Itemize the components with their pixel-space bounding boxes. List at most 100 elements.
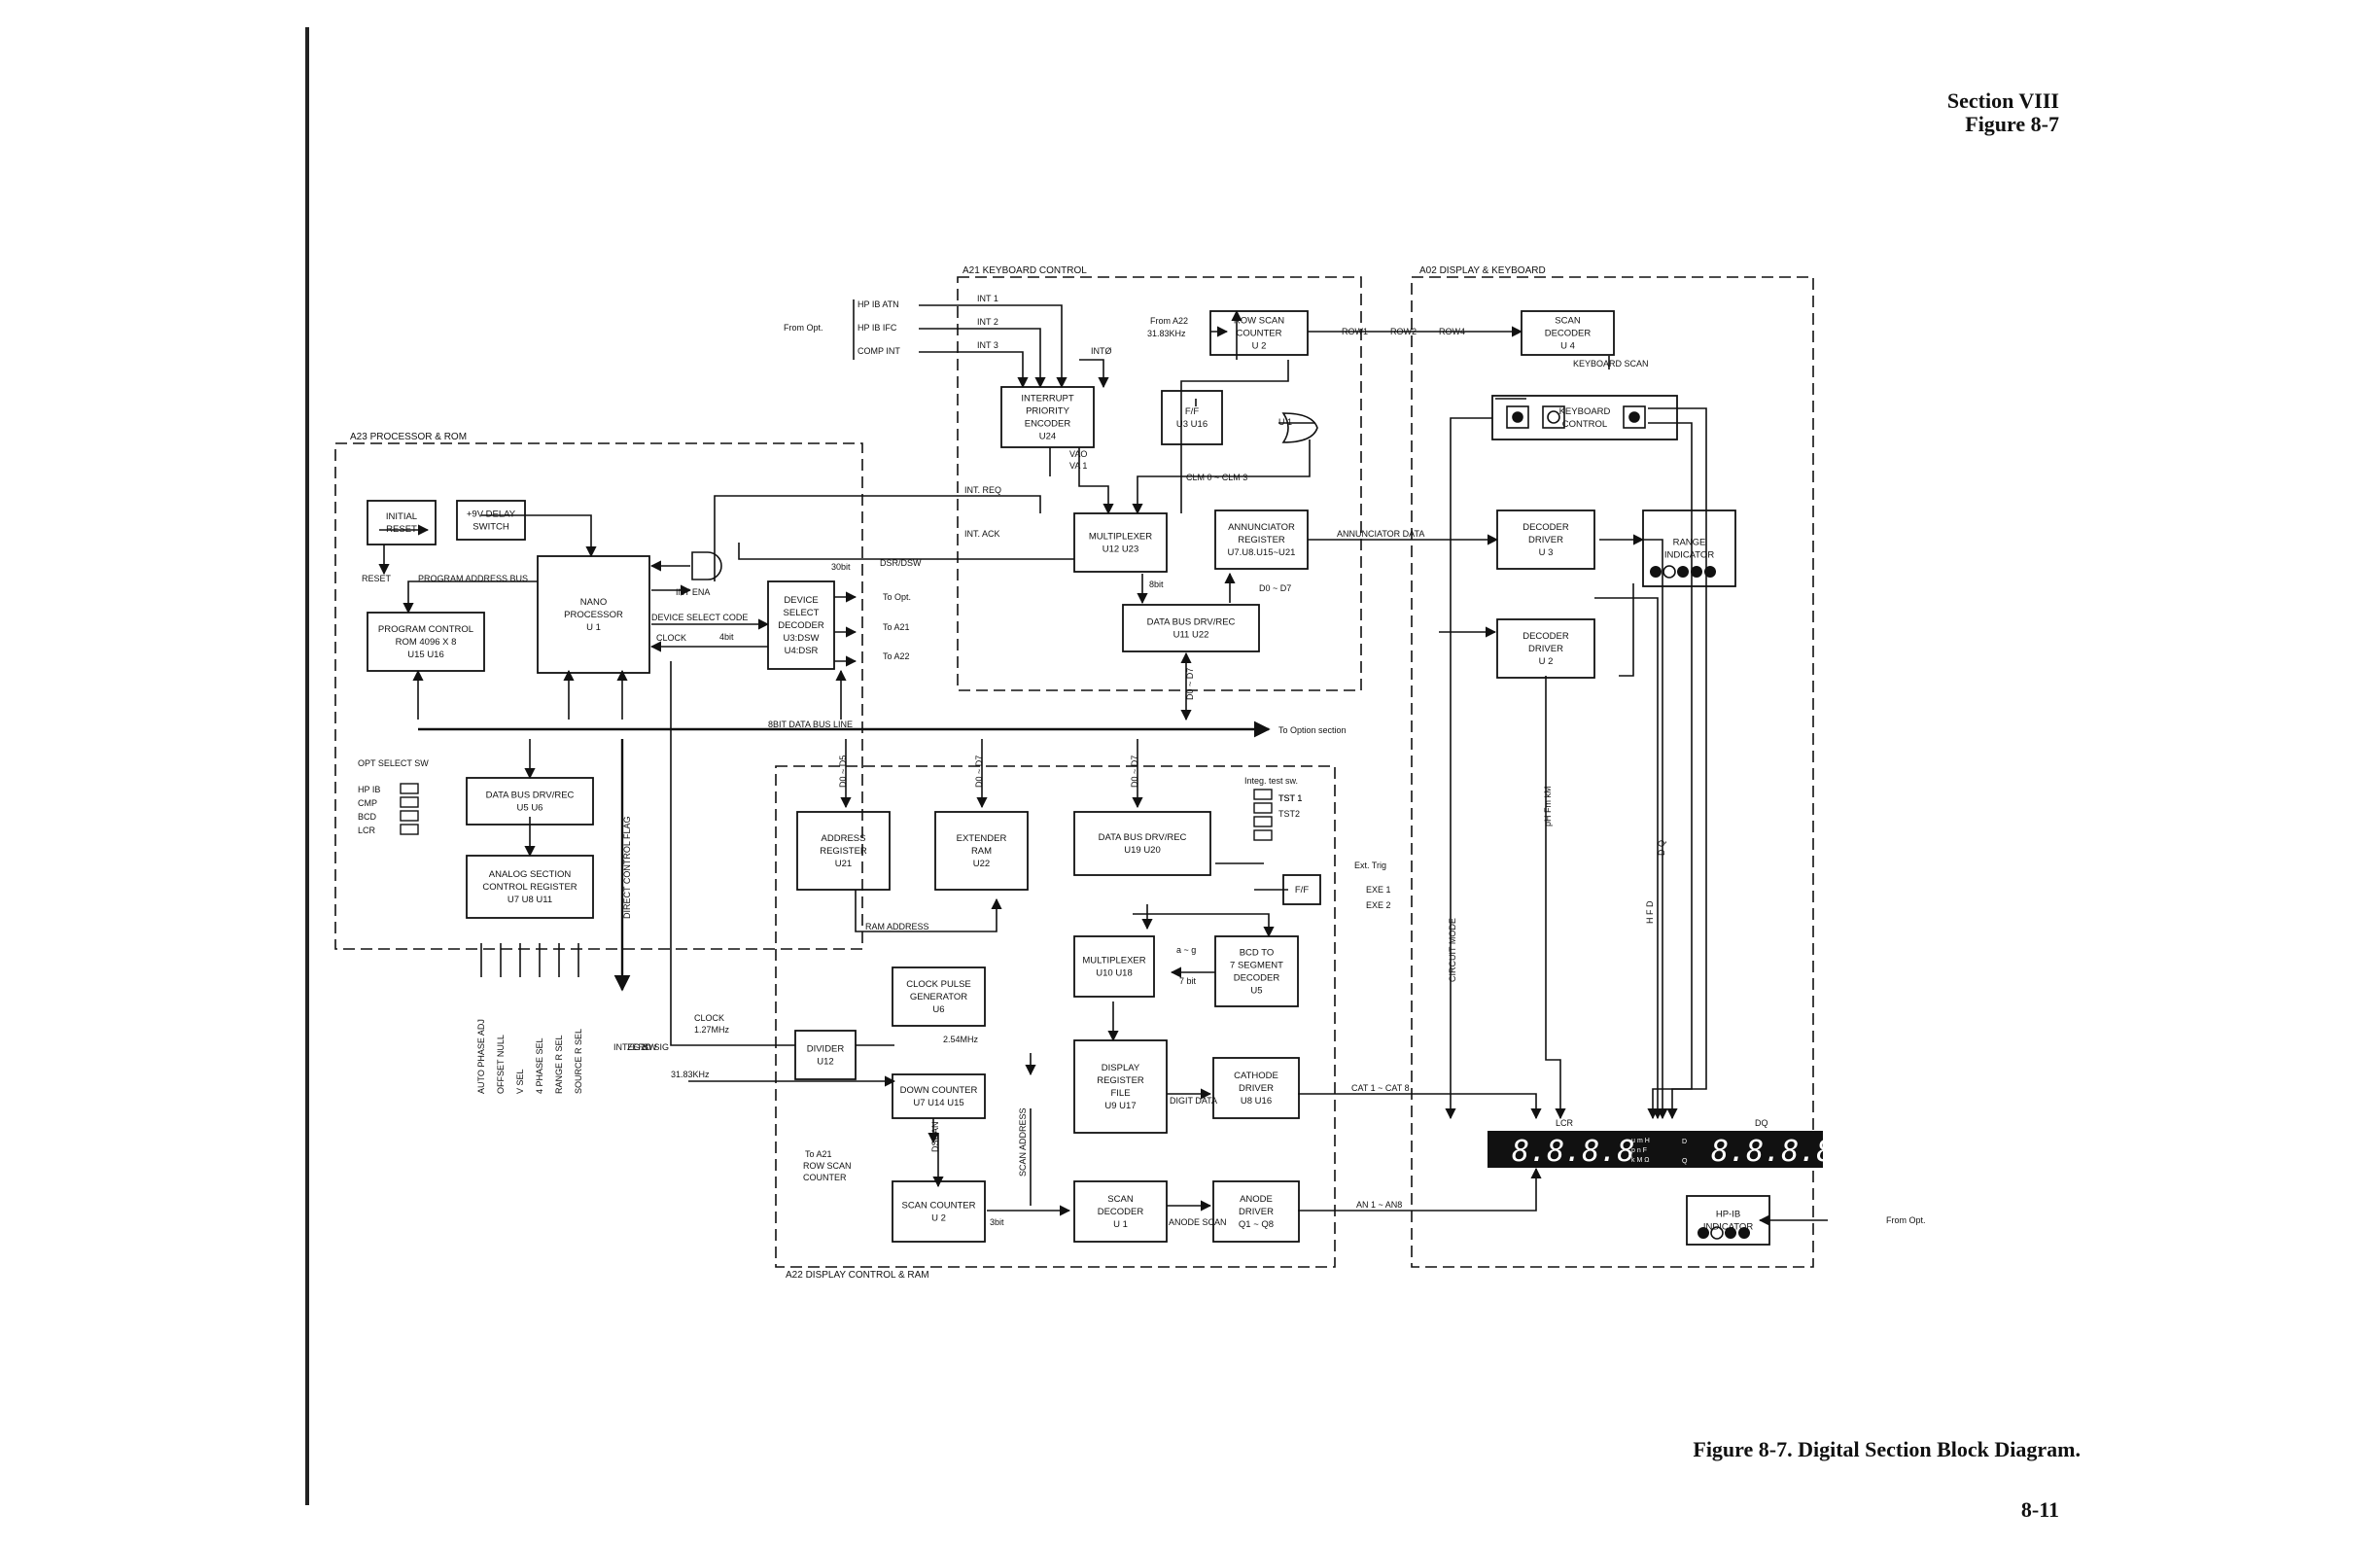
block-text: MULTIPLEXER [1082,956,1145,966]
signal-label-direct-control-flag: DIRECT CONTROL FLAG [622,816,632,919]
figure-heading: Figure 8-7 [1965,112,2059,136]
signal-label-device-select-code: DEVICE SELECT CODE [651,613,748,622]
signal-label-anode-scan: ANODE SCAN [1169,1217,1227,1227]
unit-row-2: p n F [1631,1147,1647,1154]
block-text: DRIVER [1528,535,1563,545]
block-text: U22 [973,859,990,869]
block-text: U 2 [931,1213,946,1224]
signal-label-from-opt-right: From Opt. [1886,1215,1926,1225]
block-text: MULTIPLEXER [1089,532,1152,543]
signal-label-vao: VAO [1069,449,1087,459]
analog-output-label: RANGE R SEL [554,1035,564,1094]
signal-label-d0-d7: D0 ~ D7 [974,755,984,788]
block-ff-u3: F/FU3 U16 [1161,390,1223,445]
signal-label-d0-d7: D0 ~ D7 [1185,668,1195,700]
signal-label-to-option-section: To Option section [1278,725,1347,735]
block-text: DIVIDER [807,1044,845,1055]
signal-label-to-a22: To A22 [883,651,910,661]
block-text: EXTENDER [957,833,1007,844]
signal-label-counter: COUNTER [803,1173,847,1182]
block-text: ENCODER [1025,419,1071,430]
block-text: U5 U6 [517,803,543,814]
block-text: DECODER [1522,522,1569,533]
block-text: DRIVER [1239,1083,1274,1094]
signal-label-clk-3183: 31.83KHz [1147,329,1186,338]
block-text: U12 U23 [1102,545,1139,555]
block-text: ANALOG SECTION [489,869,572,880]
region-label-a02: A02 DISPLAY & KEYBOARD [1419,265,1546,276]
block-text: F/F [1295,885,1309,896]
region-frame-a22 [775,765,1336,1268]
opt-select-switch [400,783,419,835]
signal-label-an: AN 1 ~ AN8 [1356,1200,1402,1210]
signal-label-hpib-ifc: HP IB IFC [858,323,897,333]
block-text: SWITCH [472,522,509,533]
integ-test-switch [1253,789,1273,841]
signal-label-data-bus-line: 8BIT DATA BUS LINE [768,720,853,729]
signal-label-int1: INT 1 [977,294,998,303]
block-text: U7 U14 U15 [913,1098,963,1108]
signal-label-dsr-dsw: DSR/DSW [880,558,922,568]
page-number: 8-11 [2020,1497,2059,1522]
block-text: U7.U8.U15~U21 [1228,547,1296,558]
block-text: DECODER [1545,329,1592,339]
block-text: SCAN [1555,316,1581,327]
analog-output-label: V SEL [515,1069,525,1094]
block-text: DECODER [1234,973,1280,984]
signal-label-row-scan: ROW SCAN [803,1161,852,1171]
region-frame-a21 [957,276,1362,691]
block-text: U3:DSW [784,633,820,644]
analog-output-label: SOURCE R SEL [574,1029,583,1094]
block-text: SELECT [784,608,820,618]
signal-label-clm: CLM 0 ~ CLM 3 [1186,473,1247,482]
signal-label-annunciator-data: ANNUNCIATOR DATA [1337,529,1424,539]
block-text: NANO [580,597,607,608]
block-multiplexer-u12: MULTIPLEXER U12 U23 [1073,512,1168,573]
or-gate-shape [1281,412,1318,443]
opt-switch-label: BCD [358,812,377,822]
signal-label-clk-127: 1.27MHz [694,1025,730,1035]
block-text: U11 U22 [1173,630,1209,641]
signal-label-reset: RESET [362,574,392,583]
block-text: INDICATOR [1664,550,1715,561]
block-text: REGISTER [1097,1075,1144,1086]
signal-label-bit3: 3bit [990,1217,1004,1227]
block-text: CONTROL [1562,419,1607,430]
signal-label-clk-3183b: 31.83KHz [671,1070,710,1079]
signal-label-tst2: TST2 [1278,809,1300,819]
signal-label-two-f: 2f [641,1042,648,1052]
block-text: 7 SEGMENT [1230,961,1283,971]
signal-label-hfd: H F D [1645,900,1655,924]
block-text: BCD TO [1240,948,1275,959]
hpib-indicator-lamps [1698,1226,1750,1240]
block-text: RANGE [1673,538,1706,548]
signal-label-keyboard-scan: KEYBOARD SCAN [1573,359,1649,369]
block-text: U9 U17 [1104,1101,1136,1111]
analog-output-label: OFFSET NULL [496,1035,506,1094]
range-indicator-lamps [1650,565,1716,579]
block-text: U 2 [1252,341,1267,352]
block-text: COUNTER [1237,329,1282,339]
signal-label-d0-d7: D0 ~ D7 [1259,583,1291,593]
unit-row-1: μ m H [1631,1138,1650,1144]
block-text: CLOCK PULSE [906,979,971,990]
block-range-indicator: RANGE INDICATOR [1642,509,1736,587]
led-digits-right: 8.8.8.8 [1711,1135,1834,1169]
block-text: U3 U16 [1176,419,1208,430]
signal-label-tst1: TST 1 [1278,793,1302,803]
signal-label-program-address-bus: PROGRAM ADDRESS BUS [418,574,528,583]
block-text: U4:DSR [785,646,819,656]
block-ff-ext: F/F [1282,874,1321,905]
analog-output-label: AUTO PHASE ADJ [476,1019,486,1094]
block-text: U8 U16 [1241,1096,1272,1107]
